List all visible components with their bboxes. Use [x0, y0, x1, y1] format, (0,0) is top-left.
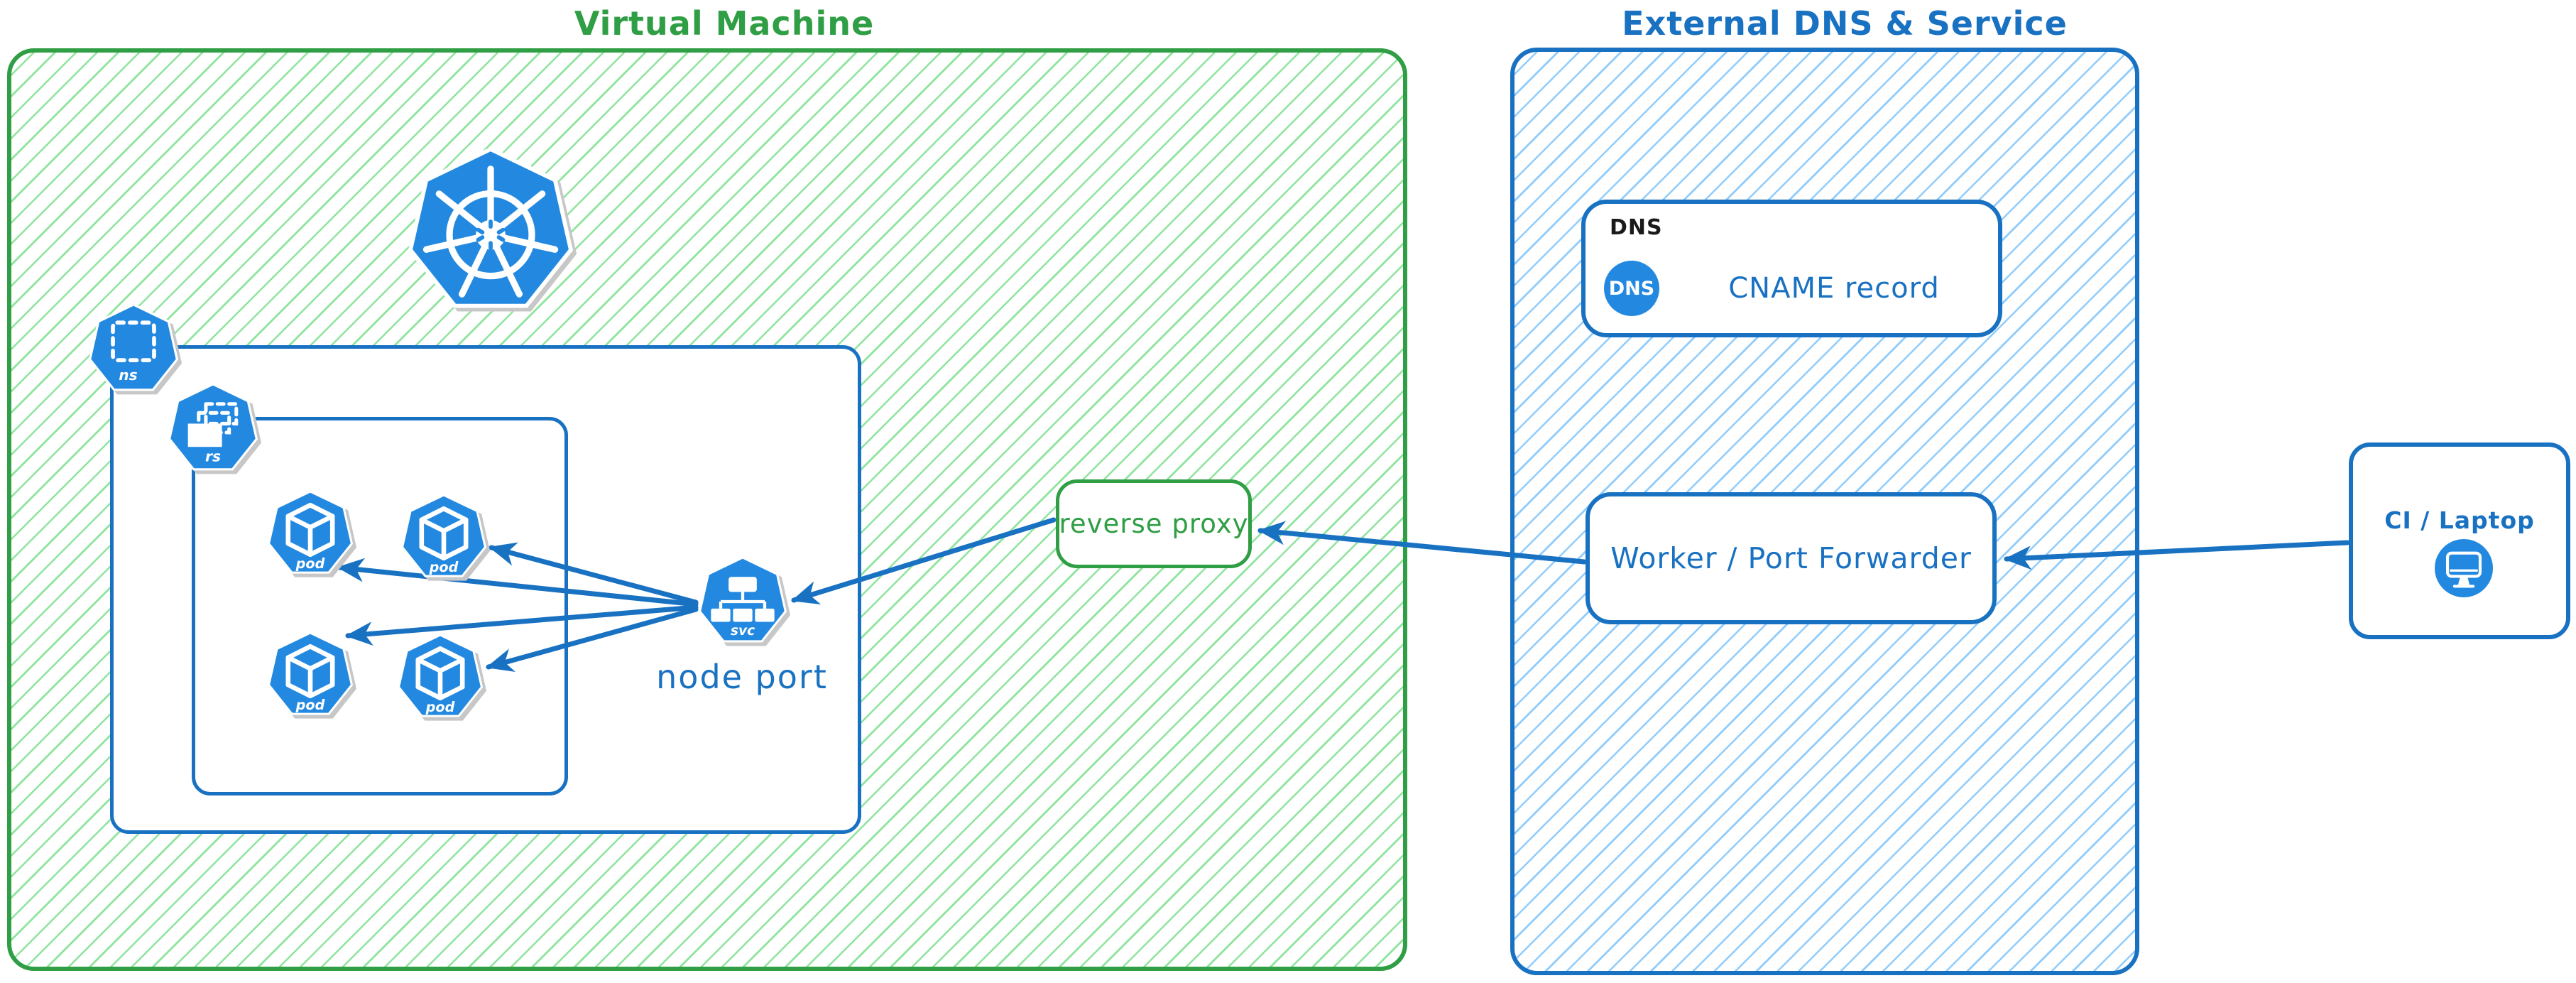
namespace-icon-label: ns — [119, 366, 137, 384]
vm-group-title: Virtual Machine — [574, 4, 875, 43]
pod-icon: pod — [401, 495, 486, 577]
client-node: CI / Laptop — [2349, 442, 2570, 639]
client-label: CI / Laptop — [2384, 506, 2535, 534]
dns-record-node: DNS DNS CNAME record — [1581, 200, 2002, 337]
pod-icon: pod — [398, 635, 483, 717]
pod-icon: pod — [268, 633, 353, 715]
pod-icon-label: pod — [425, 699, 455, 715]
monitor-icon-glyph — [2445, 551, 2482, 588]
worker-port-forwarder-node: Worker / Port Forwarder — [1586, 492, 1997, 624]
kubernetes-logo-icon — [408, 149, 573, 308]
dns-badge-icon: DNS — [1604, 261, 1659, 316]
cname-record-label: CNAME record — [1728, 272, 1940, 305]
node-port-caption: node port — [656, 658, 828, 696]
reverse-proxy-node: reverse proxy — [1056, 479, 1252, 568]
monitor-icon — [2435, 539, 2493, 597]
worker-label: Worker / Port Forwarder — [1610, 541, 1972, 575]
replicaset-icon: rs — [168, 384, 258, 471]
service-icon-label: svc — [731, 624, 755, 639]
pod-icon-label: pod — [295, 697, 325, 713]
pod-icon-label: pod — [295, 555, 325, 572]
external-group-title: External DNS & Service — [1622, 4, 2068, 43]
dns-tag-label: DNS — [1610, 215, 1663, 240]
service-icon: svc — [699, 558, 787, 643]
dns-badge-label: DNS — [1608, 277, 1655, 300]
replicaset-icon-label: rs — [205, 447, 221, 465]
pod-icon: pod — [268, 492, 353, 574]
pod-icon-label: pod — [429, 559, 459, 575]
namespace-icon: ns — [89, 305, 178, 391]
reverse-proxy-label: reverse proxy — [1059, 509, 1249, 539]
